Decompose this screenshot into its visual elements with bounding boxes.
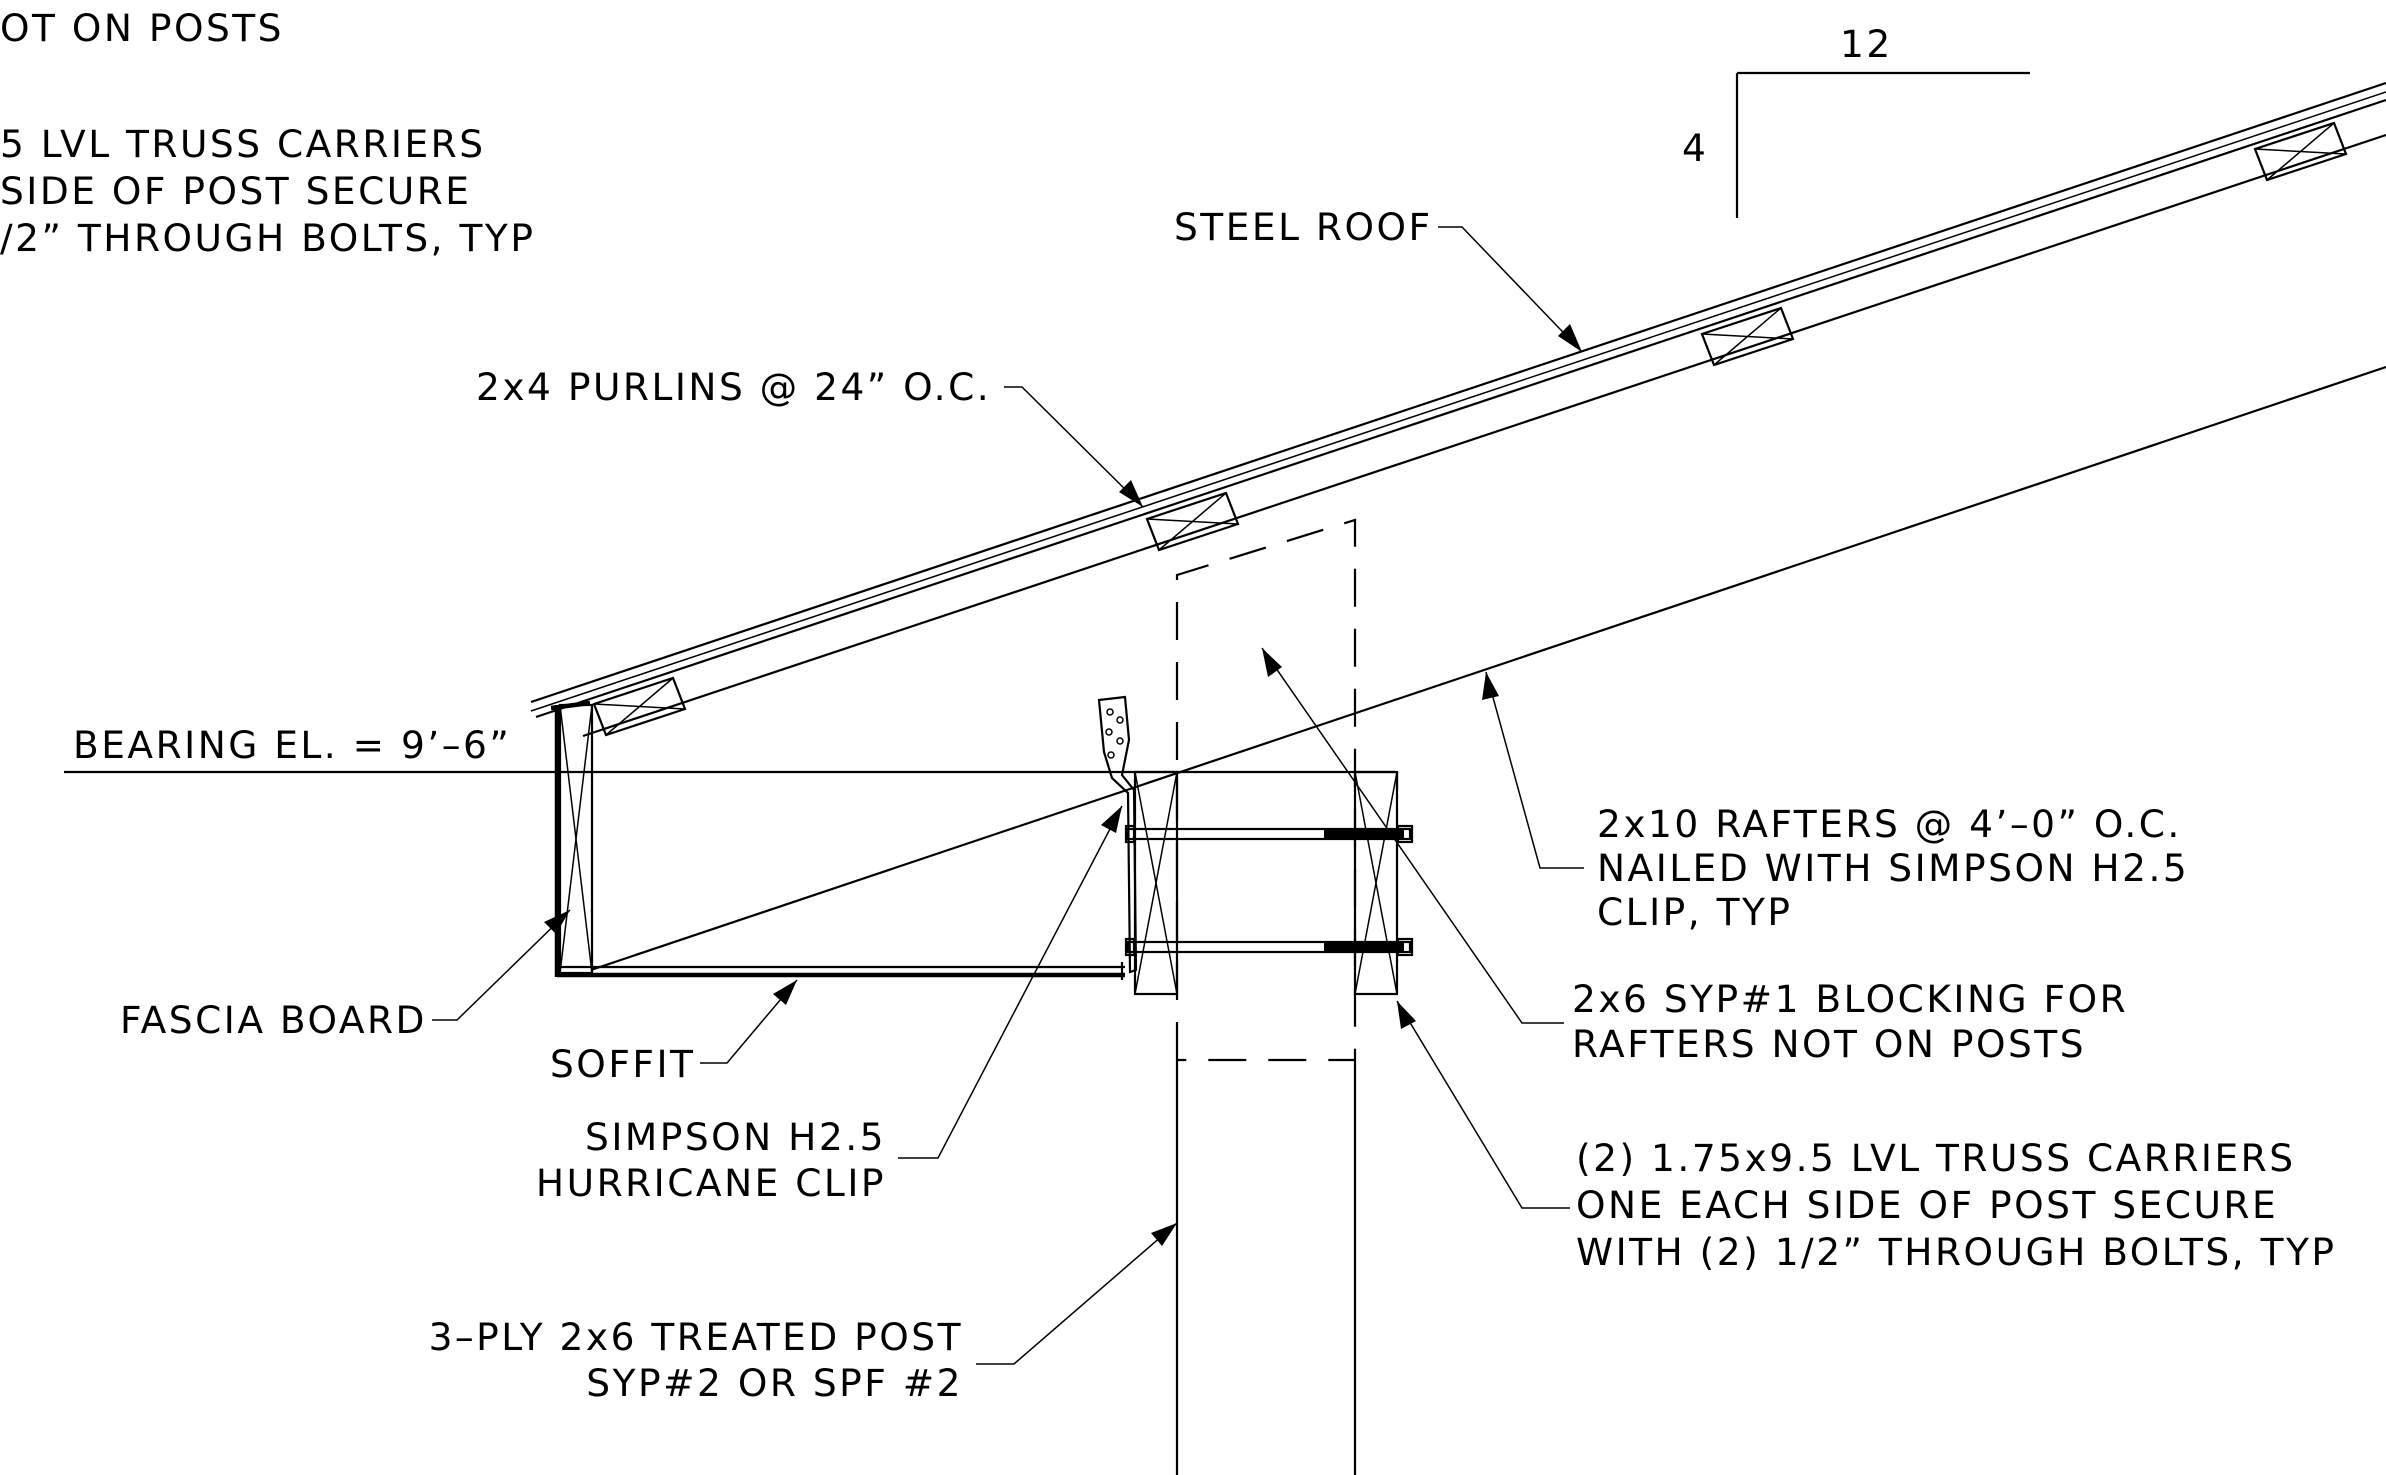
blocking-label-1: 2x6 SYP#1 BLOCKING FOR <box>1572 977 2128 1021</box>
steel-roof-label: STEEL ROOF <box>1174 205 1433 249</box>
top-partial-label-4: /2” THROUGH BOLTS, TYP <box>0 216 535 260</box>
carriers-label-1: (2) 1.75x9.5 LVL TRUSS CARRIERS <box>1576 1136 2296 1180</box>
fascia-label: FASCIA BOARD <box>120 998 427 1042</box>
roof-assembly <box>530 81 2386 972</box>
rafters-label-1: 2x10 RAFTERS @ 4’–0” O.C. <box>1597 802 2182 846</box>
pitch-run-label: 12 <box>1840 22 1893 66</box>
post-label-1: 3–PLY 2x6 TREATED POST <box>429 1315 963 1359</box>
clip-label-1: SIMPSON H2.5 <box>585 1115 886 1159</box>
top-partial-label-3: SIDE OF POST SECURE <box>0 169 472 213</box>
purlin-block <box>1700 306 1795 367</box>
through-bolt <box>1124 937 1414 957</box>
rafters-label-3: CLIP, TYP <box>1597 890 1793 934</box>
leader-post <box>976 1222 1178 1365</box>
soffit-label: SOFFIT <box>550 1042 695 1086</box>
leader-fascia <box>432 909 571 1021</box>
post-label-2: SYP#2 OR SPF #2 <box>586 1361 963 1405</box>
leader-soffit <box>700 979 798 1064</box>
bearing-elevation-label: BEARING EL. = 9’–6” <box>73 723 511 767</box>
blocking-outline <box>1175 518 1357 1062</box>
carriers-label-2: ONE EACH SIDE OF POST SECURE <box>1576 1183 2278 1227</box>
purlins <box>592 121 2348 737</box>
leader-blocking <box>1261 647 1564 1024</box>
purlins-label: 2x4 PURLINS @ 24” O.C. <box>476 365 991 409</box>
fascia-board <box>550 700 594 977</box>
carriers-label-3: WITH (2) 1/2” THROUGH BOLTS, TYP <box>1576 1230 2337 1274</box>
leader-steel-roof <box>1438 226 1583 353</box>
lvl-carrier-right <box>1353 770 1399 996</box>
leader-hurricane-clip <box>898 805 1123 1159</box>
leader-carriers <box>1396 1000 1570 1209</box>
purlin-block <box>592 676 687 737</box>
clip-label-2: HURRICANE CLIP <box>536 1161 886 1205</box>
treated-post <box>1175 1060 1357 1475</box>
blocking-label-2: RAFTERS NOT ON POSTS <box>1572 1022 2086 1066</box>
purlin-block <box>1145 491 1240 552</box>
labels: OT ON POSTS 5 LVL TRUSS CARRIERS SIDE OF… <box>0 6 2337 1405</box>
pitch-rise-label: 4 <box>1682 126 1708 170</box>
rafters-label-2: NAILED WITH SIMPSON H2.5 <box>1597 846 2189 890</box>
through-bolt <box>1124 824 1414 844</box>
purlin-block <box>2253 121 2348 182</box>
soffit <box>557 962 1125 980</box>
leader-purlins <box>1004 386 1144 508</box>
leader-rafters <box>1482 671 1584 869</box>
top-partial-label-1: OT ON POSTS <box>0 6 284 50</box>
roof-pitch-symbol: 12 4 <box>1682 22 2030 218</box>
hurricane-clip <box>1097 695 1138 974</box>
lvl-carrier-left <box>1133 770 1179 996</box>
top-partial-label-2: 5 LVL TRUSS CARRIERS <box>0 122 486 166</box>
